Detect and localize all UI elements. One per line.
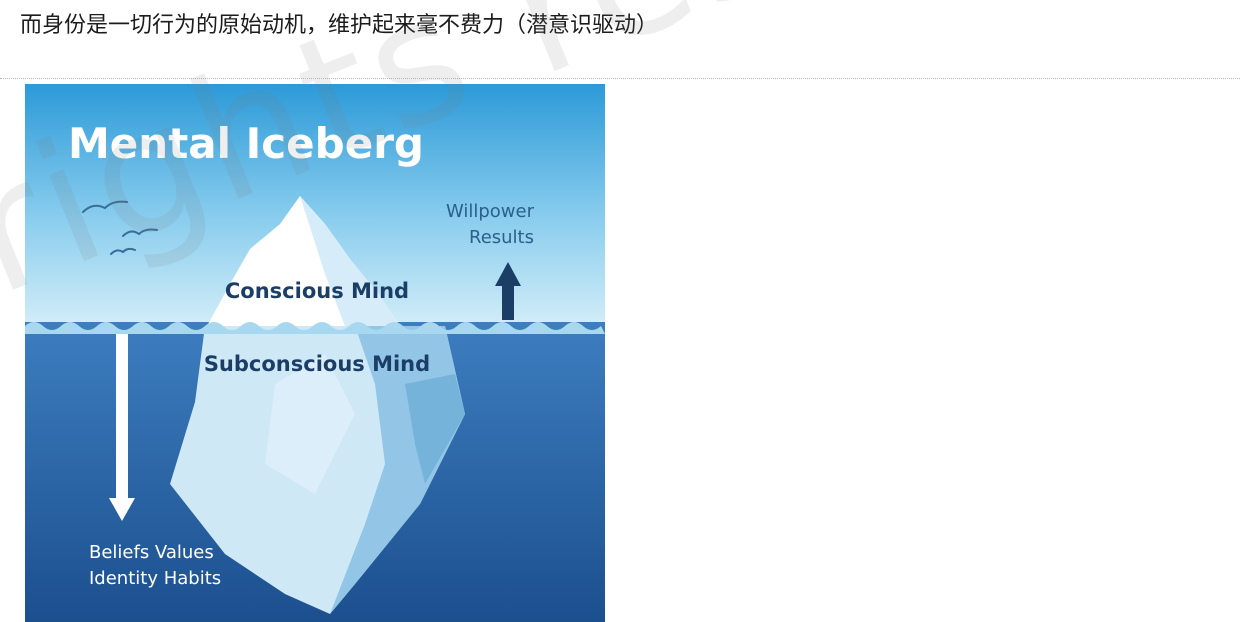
divider-line: [0, 78, 1240, 79]
label-willpower: Willpower: [446, 201, 535, 222]
label-beliefs-values: Beliefs Values: [89, 542, 214, 563]
label-results: Results: [469, 227, 534, 248]
down-arrow-icon: [109, 334, 135, 521]
iceberg-tip: [207, 196, 400, 326]
label-identity-habits: Identity Habits: [89, 568, 221, 589]
page-heading: 而身份是一切行为的原始动机，维护起来毫不费力（潜意识驱动）: [20, 13, 659, 38]
mental-iceberg-figure: Mental Iceberg Willpower Results Conscio…: [25, 84, 605, 622]
iceberg-illustration: Mental Iceberg Willpower Results Conscio…: [25, 84, 605, 622]
waterline-waves: [25, 322, 605, 334]
label-subconscious-mind: Subconscious Mind: [204, 352, 430, 376]
birds-icon: [82, 200, 158, 255]
iceberg-underwater: [170, 326, 465, 614]
figure-title: Mental Iceberg: [68, 119, 424, 168]
up-arrow-icon: [495, 262, 521, 320]
label-conscious-mind: Conscious Mind: [225, 279, 409, 303]
